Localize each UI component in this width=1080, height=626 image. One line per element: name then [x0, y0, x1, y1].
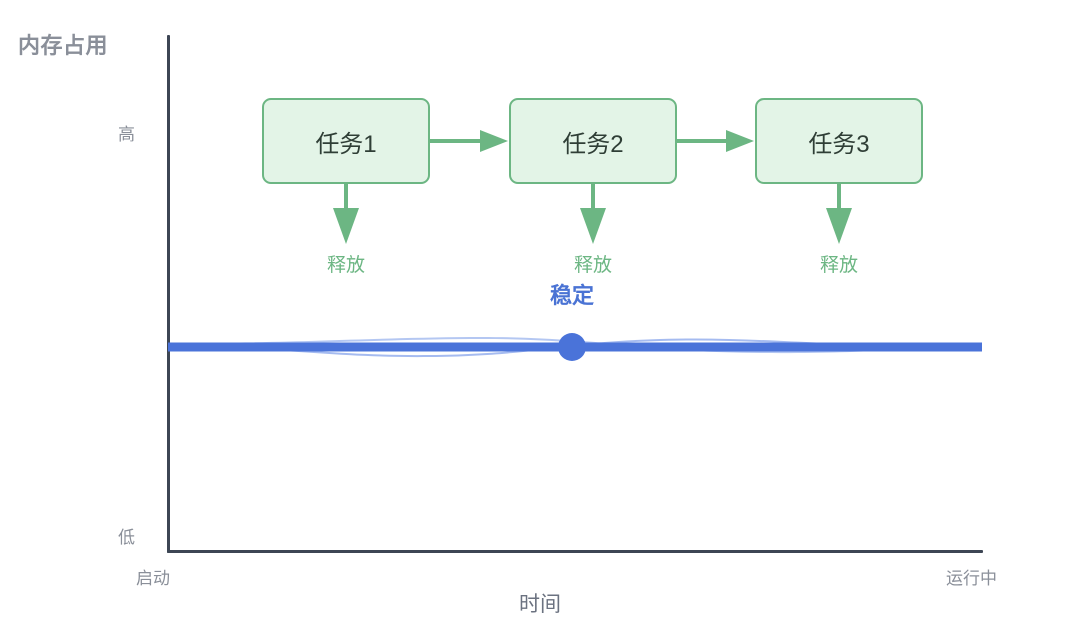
task-box-1-label: 任务1 — [315, 130, 377, 158]
arrow-stem — [676, 139, 731, 143]
arrow-stem — [591, 184, 595, 212]
y-tick-low: 低 — [118, 528, 135, 547]
x-axis-title: 时间 — [519, 593, 561, 616]
stable-point-marker — [558, 333, 586, 361]
y-axis-title: 内存占用 — [18, 33, 109, 58]
arrow-stem — [837, 184, 841, 212]
x-tick-end: 运行中 — [946, 569, 997, 588]
arrow-stem — [344, 184, 348, 212]
arrow-stem — [430, 139, 485, 143]
release-label-task1: 释放 — [326, 255, 365, 276]
task-box-1: 任务1 — [262, 98, 430, 184]
arrow-head — [826, 208, 852, 244]
flow-arrow-task1-to-task2-icon — [430, 130, 512, 152]
y-axis-line — [167, 35, 170, 553]
arrow-head — [580, 208, 606, 244]
x-tick-start: 启动 — [136, 569, 170, 588]
arrow-head — [480, 130, 508, 152]
task-box-3: 任务3 — [755, 98, 923, 184]
arrow-head — [333, 208, 359, 244]
task-box-2-label: 任务2 — [562, 130, 624, 158]
release-label-task2: 释放 — [573, 255, 612, 276]
x-axis-line — [167, 550, 983, 553]
y-tick-high: 高 — [118, 125, 135, 144]
flow-arrow-task2-to-task3-icon — [676, 130, 758, 152]
arrow-head — [726, 130, 754, 152]
stable-label: 稳定 — [549, 283, 594, 308]
release-label-task3: 释放 — [819, 255, 858, 276]
task-box-3-label: 任务3 — [808, 130, 870, 158]
task-box-2: 任务2 — [509, 98, 677, 184]
